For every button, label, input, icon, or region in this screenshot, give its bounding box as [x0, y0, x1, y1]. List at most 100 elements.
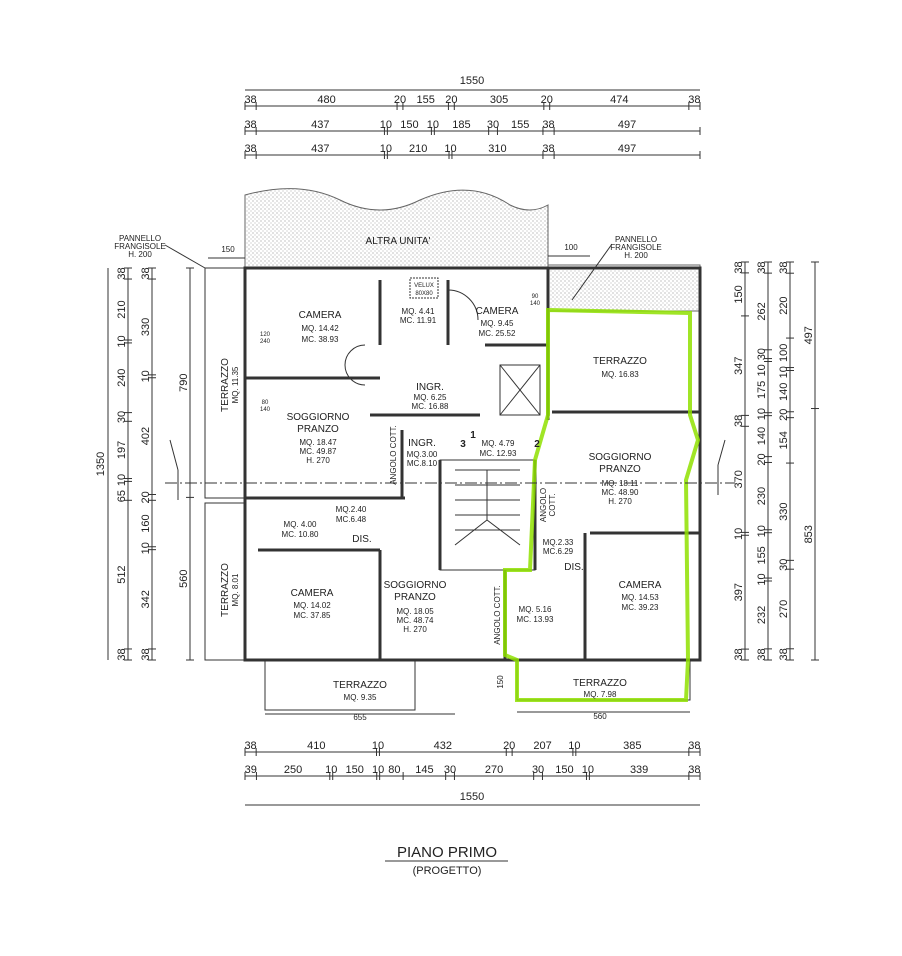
dimension-total-top: 1550 [460, 75, 484, 87]
dimension-label: 38 [756, 648, 768, 660]
svg-text:ANGOLO: ANGOLO [539, 488, 548, 522]
svg-text:MQ. 4.41: MQ. 4.41 [402, 307, 435, 316]
room-soggiorno-1: SOGGIORNO PRANZO MQ. 18.47 MC. 49.87 H. … [287, 412, 350, 465]
dimension-label: 262 [756, 302, 768, 320]
dimension-label: 175 [756, 381, 768, 399]
dimension-label: 497 [803, 326, 815, 344]
svg-text:PANNELLO: PANNELLO [615, 235, 657, 244]
room-bath-2: MQ. 4.00 MC. 10.80 [282, 520, 319, 539]
svg-text:MQ. 8.01: MQ. 8.01 [231, 573, 240, 606]
dimension-label: 38 [244, 94, 256, 106]
dimension-label: 370 [733, 470, 745, 488]
svg-text:140: 140 [260, 407, 271, 413]
window-label: 120 240 80 140 90 140 [260, 294, 541, 413]
dimension-label: 220 [778, 296, 790, 314]
svg-text:INGR.: INGR. [408, 438, 436, 449]
dimension-label: 38 [244, 143, 256, 155]
dimension-label: 100 [778, 344, 790, 362]
dimension-label: 30 [487, 119, 499, 131]
dimension-label: 210 [116, 300, 128, 318]
room-camera-3: CAMERA MQ. 14.02 MC. 37.85 [291, 588, 334, 620]
svg-text:CAMERA: CAMERA [619, 580, 662, 591]
stair-label-2: 2 [534, 439, 540, 450]
room-terrazzo-1: TERRAZZO MQ. 16.83 [593, 356, 647, 379]
dimension-label: 38 [116, 648, 128, 660]
svg-text:120: 120 [260, 332, 271, 338]
dimension-label: 497 [618, 119, 636, 131]
svg-text:MC. 48.90: MC. 48.90 [602, 488, 639, 497]
pannello-right-label: PANNELLO FRANGISOLE H. 200 [571, 235, 662, 301]
svg-text:MQ. 9.35: MQ. 9.35 [344, 693, 377, 702]
svg-text:90: 90 [532, 294, 539, 300]
dimension-label: 790 [178, 374, 190, 392]
svg-text:240: 240 [260, 339, 271, 345]
dimension-label: 140 [756, 427, 768, 445]
angolo-cottura-2: ANGOLO COTT. [539, 488, 557, 522]
stair-label-1: 1 [470, 430, 476, 441]
plan-subtitle: (PROGETTO) [413, 865, 482, 877]
svg-text:MC. 39.23: MC. 39.23 [622, 603, 659, 612]
room-landing: MQ. 4.79 MC. 12.93 1 2 3 [460, 430, 540, 458]
dimension-label: 197 [116, 441, 128, 459]
pannello-left-label: PANNELLO FRANGISOLE H. 200 [114, 234, 206, 269]
svg-text:FRANGISOLE: FRANGISOLE [610, 243, 662, 252]
dimension-label: 38 [140, 267, 152, 279]
dimension-label: 150 [346, 764, 364, 776]
dimension-total-bottom: 1550 [460, 791, 484, 803]
dimension-label: 20 [756, 453, 768, 465]
dimension-label: 38 [542, 143, 554, 155]
svg-text:MQ.2.40: MQ.2.40 [336, 505, 367, 514]
dimension-label: 38 [733, 648, 745, 660]
dimension-label: 240 [116, 369, 128, 387]
dim-100-top: 100 [564, 243, 578, 252]
angolo-cottura-1: ANGOLO COTT. [389, 425, 398, 485]
dimension-label: 339 [630, 764, 648, 776]
dimension-label: 38 [244, 740, 256, 752]
room-terrazzo-2: TERRAZZO MQ. 9.35 [333, 680, 387, 702]
svg-text:80X80: 80X80 [415, 291, 433, 297]
svg-text:MC. 37.85: MC. 37.85 [294, 611, 331, 620]
dimension-lines: 1550 38 480 20 155 20 305 20 474 38 38 437 10 150 10 1 8… [95, 75, 819, 806]
dimension-label: 10 [427, 119, 439, 131]
dimension-label: 20 [778, 409, 790, 421]
dimension-label: 474 [610, 94, 628, 106]
angolo-cottura-3: ANGOLO COTT. [493, 585, 502, 645]
dimension-label: 310 [488, 143, 506, 155]
svg-text:TERRAZZO: TERRAZZO [333, 680, 387, 691]
dimension-label: 10 [116, 474, 128, 486]
dimension-label: 330 [140, 318, 152, 336]
dimension-label: 560 [178, 570, 190, 588]
dimension-label: 10 [372, 764, 384, 776]
svg-text:CAMERA: CAMERA [476, 306, 519, 317]
dimension-label: 10 [733, 528, 745, 540]
svg-text:TERRAZZO: TERRAZZO [220, 563, 231, 617]
svg-text:80: 80 [262, 400, 269, 406]
dim-655: 655 [353, 713, 367, 722]
unit-highlight [503, 307, 701, 702]
dimension-label: 20 [394, 94, 406, 106]
svg-text:H. 270: H. 270 [403, 625, 427, 634]
room-camera-2: CAMERA MQ. 9.45 MC. 25.52 [476, 306, 519, 338]
room-camera-4: CAMERA MQ. 14.53 MC. 39.23 [619, 580, 662, 612]
room-closet: MQ.2.40 MC.6.48 [336, 505, 367, 524]
dimension-label: 270 [485, 764, 503, 776]
svg-text:PANNELLO: PANNELLO [119, 234, 161, 243]
dimension-label: 232 [756, 606, 768, 624]
dimension-label: 480 [317, 94, 335, 106]
terrace-left-bottom [264, 659, 416, 711]
svg-text:MQ.3.00: MQ.3.00 [407, 450, 438, 459]
svg-text:MQ. 14.42: MQ. 14.42 [301, 324, 339, 333]
dimension-label: 30 [532, 764, 544, 776]
svg-text:TERRAZZO: TERRAZZO [593, 356, 647, 367]
dimension-label: 207 [533, 740, 551, 752]
dimension-label: 385 [623, 740, 641, 752]
svg-text:MC.6.48: MC.6.48 [336, 515, 367, 524]
dimension-label: 155 [511, 119, 529, 131]
dimension-label: 437 [311, 143, 329, 155]
dimension-label: 250 [284, 764, 302, 776]
dimension-label: 145 [415, 764, 433, 776]
dimension-label: 10 [140, 370, 152, 382]
dimension-label: 305 [490, 94, 508, 106]
dimension-label: 10 [756, 364, 768, 376]
dimension-label: 38 [688, 94, 700, 106]
